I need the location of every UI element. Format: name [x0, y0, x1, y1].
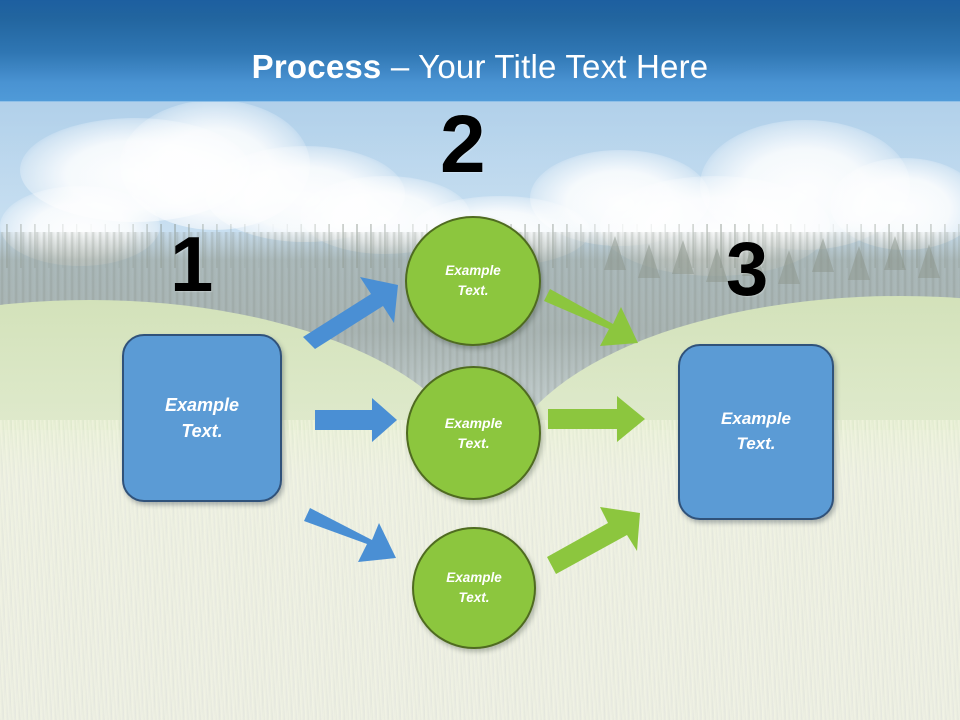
- process-box-left-text: Example Text.: [165, 392, 239, 444]
- step-number-2: 2: [440, 99, 486, 190]
- page-title-strong: Process: [251, 48, 382, 85]
- process-circle-top-text: Example Text.: [445, 261, 501, 300]
- process-circle-top-line2: Text.: [457, 283, 489, 298]
- step-number-3: 3: [726, 227, 769, 312]
- process-box-left-line1: Example: [164, 394, 240, 415]
- process-circle-bottom-text: Example Text.: [446, 568, 502, 607]
- process-circle-top[interactable]: Example Text.: [405, 216, 541, 346]
- process-circle-middle-line1: Example: [444, 414, 503, 431]
- process-circle-bottom-line1: Example: [446, 570, 502, 586]
- process-box-left-line2: Text.: [181, 421, 223, 441]
- process-circle-middle-line2: Text.: [457, 435, 490, 451]
- process-box-left[interactable]: Example Text.: [122, 334, 282, 502]
- process-box-right-line1: Example: [721, 409, 791, 429]
- page-title: Process – Your Title Text Here: [0, 48, 960, 86]
- process-circle-top-line1: Example: [445, 263, 501, 279]
- step-number-1: 1: [170, 220, 214, 308]
- process-box-right-text: Example Text.: [721, 407, 791, 456]
- process-circle-bottom-line2: Text.: [458, 590, 490, 605]
- process-box-right[interactable]: Example Text.: [678, 344, 834, 520]
- process-box-right-line2: Text.: [736, 434, 776, 453]
- title-band: Process – Your Title Text Here: [0, 0, 960, 101]
- process-circle-middle[interactable]: Example Text.: [406, 366, 541, 500]
- process-circle-middle-text: Example Text.: [445, 413, 503, 454]
- page-title-rest: – Your Title Text Here: [381, 48, 709, 85]
- process-circle-bottom[interactable]: Example Text.: [412, 527, 536, 649]
